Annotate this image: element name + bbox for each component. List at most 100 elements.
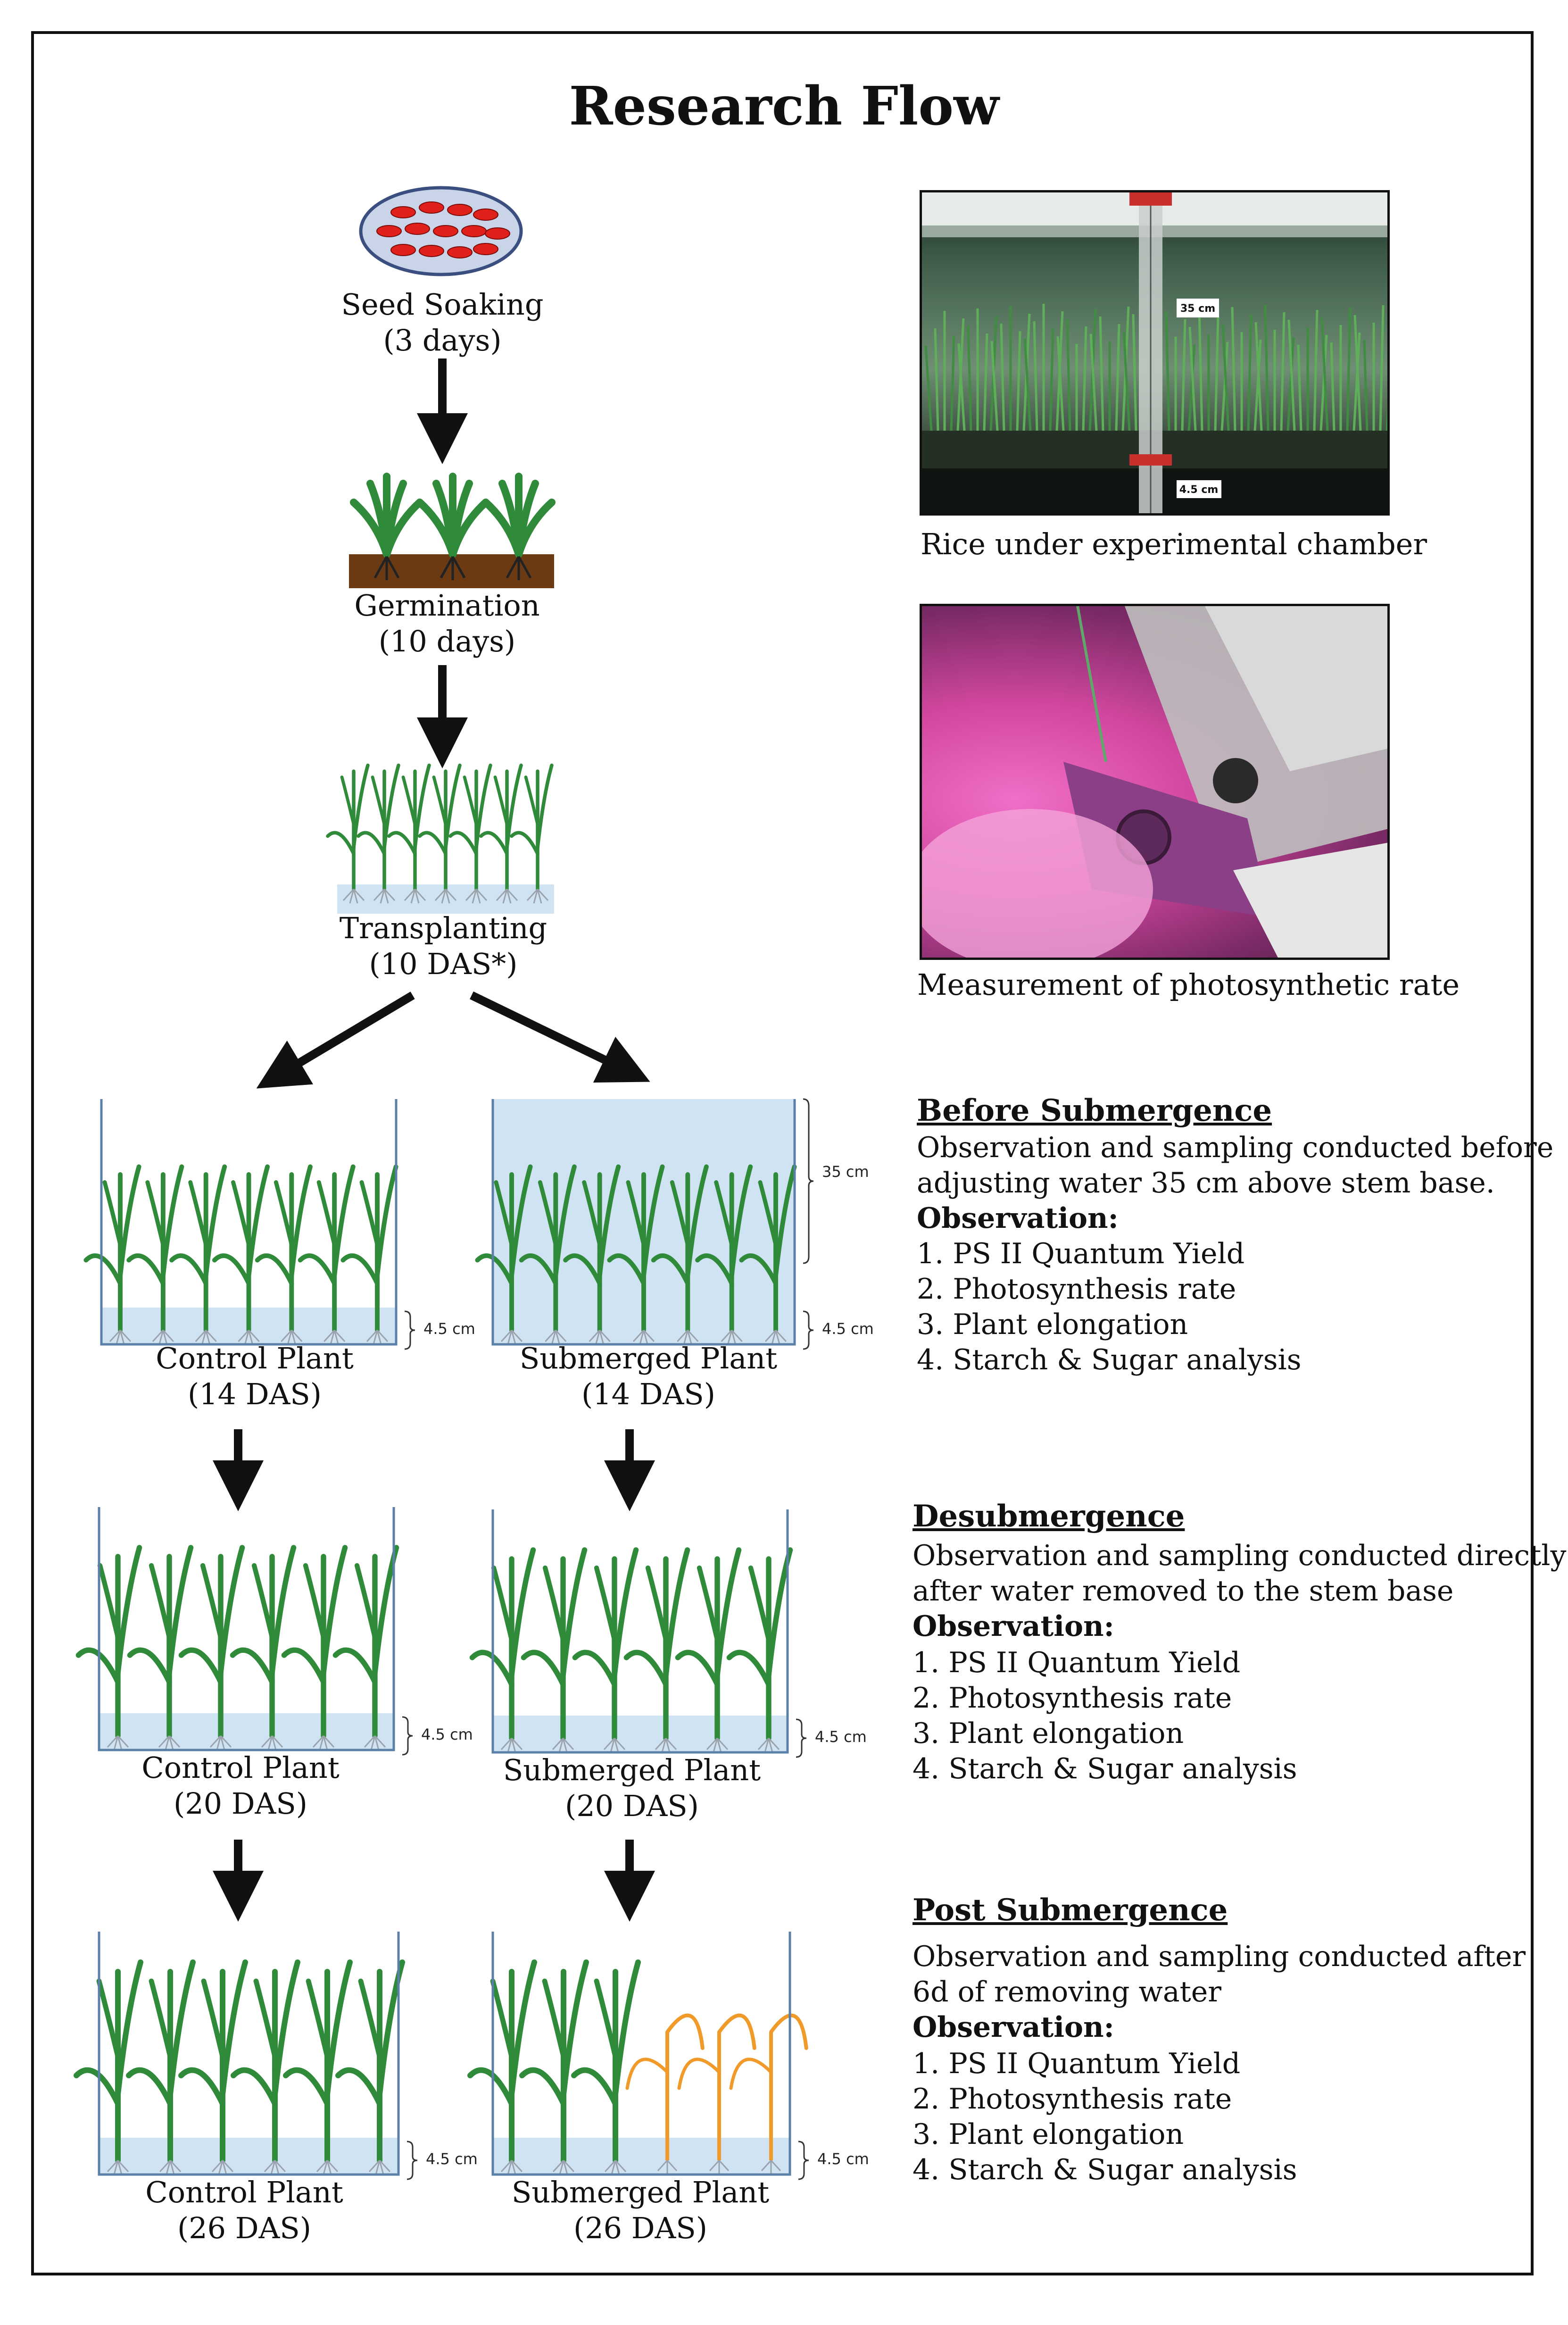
rice-plant-icon [519, 1164, 577, 1345]
grass-blade [1287, 319, 1296, 431]
rice-plant-icon [83, 1164, 141, 1345]
rice-plant-icon [127, 1545, 194, 1750]
arrow-to-submerged [470, 991, 650, 1083]
bracket-icon [796, 1718, 807, 1758]
grass-blade [1023, 338, 1032, 431]
grass-blade [1385, 401, 1387, 431]
rice-plant-icon [340, 1164, 398, 1345]
grass-blade [1056, 336, 1065, 431]
tank-control-14: 4.5 cm [83, 1099, 475, 1350]
grass-blade [1254, 322, 1263, 431]
arrow-to-control [256, 992, 415, 1089]
grass-blade [934, 328, 939, 431]
chamber-photo-caption: Rice under experimental chamber [921, 527, 1427, 561]
seed-soaking-label: Seed Soaking [341, 287, 544, 322]
submerged-14-label: Submerged Plant [519, 1341, 778, 1375]
observation-item: 4. Starch & Sugar analysis [917, 1343, 1302, 1376]
grass-blade [1066, 318, 1071, 431]
section-title: Desubmergence [913, 1499, 1185, 1534]
grass-blade [990, 341, 999, 431]
observation-item: 3. Plant elongation [913, 2118, 1184, 2151]
rice-plant-icon [169, 1164, 227, 1345]
grass-blade [924, 345, 933, 431]
grass-blade [1264, 304, 1269, 431]
wilted-rice-plant-icon [677, 2013, 756, 2174]
rice-plant-icon [469, 1547, 536, 1753]
chamber-45cm-label: 4.5 cm [1179, 484, 1219, 496]
rice-plant-icon [607, 1164, 665, 1345]
submerged-20-label: Submerged Plant [503, 1753, 761, 1787]
chamber-photo: 35 cm 4.5 cm [920, 190, 1390, 516]
chamber-photo-image: 35 cm 4.5 cm [922, 192, 1387, 513]
control-26-time: (26 DAS) [177, 2211, 311, 2245]
submerged-26-time: (26 DAS) [573, 2211, 707, 2245]
chamber-35cm-label: 35 cm [1180, 303, 1215, 315]
seed-icon [461, 225, 487, 237]
control-14-label: Control Plant [156, 1341, 354, 1375]
rice-plant-icon [572, 1547, 639, 1753]
wilted-rice-plant-icon [625, 2013, 705, 2174]
section-desc-line: 6d of removing water [913, 1975, 1221, 2008]
rice-plant-icon [74, 1959, 143, 2175]
submerged-20-time: (20 DAS) [565, 1789, 699, 1823]
transplanting-icon [326, 763, 554, 914]
grass-blade [1000, 323, 1005, 431]
grass-blade [1181, 319, 1186, 431]
tank-submerged-20: 4.5 cm [469, 1509, 867, 1758]
section-title: Post Submergence [913, 1892, 1228, 1928]
grass-blade [1320, 317, 1329, 431]
germination-icon [349, 473, 556, 588]
grass-blade [1049, 328, 1054, 431]
rice-plant-icon [255, 1164, 313, 1345]
section-desc-line: Observation and sampling conducted direc… [913, 1539, 1567, 1572]
observation-item: 1. PS II Quantum Yield [917, 1237, 1245, 1270]
bracket-icon [404, 1310, 415, 1350]
rice-plant-icon [75, 1545, 142, 1750]
bracket-icon [803, 1310, 814, 1350]
observation-item: 2. Photosynthesis rate [913, 2083, 1232, 2116]
rice-plant-icon [675, 1547, 742, 1753]
rice-plant-icon [695, 1164, 753, 1345]
grass-blade [1353, 315, 1362, 431]
scale-label-base: 4.5 cm [822, 1320, 874, 1338]
control-20-label: Control Plant [141, 1750, 340, 1785]
grass-blade [950, 335, 955, 431]
grass-blade [1330, 342, 1336, 431]
seed-icon [447, 204, 473, 216]
rice-plant-icon [283, 1959, 353, 2175]
grass-blade [1220, 342, 1229, 431]
rice-plant-icon [230, 1545, 297, 1750]
scale-label-base: 4.5 cm [817, 2150, 869, 2168]
grass-blade [1165, 311, 1170, 431]
rice-plant-icon [357, 763, 400, 904]
page-title: Research Flow [569, 75, 999, 137]
rice-plant-icon [623, 1547, 690, 1753]
grass-blade [1286, 337, 1295, 431]
seed-dish-icon [359, 186, 523, 276]
rice-plant-icon [178, 1545, 245, 1750]
seed-icon [419, 245, 444, 257]
rice-plant-icon [571, 1959, 641, 2175]
seed-icon [433, 225, 458, 237]
grass-blade [1313, 309, 1319, 431]
scale-label-base: 4.5 cm [815, 1728, 867, 1746]
scale-label-base: 4.5 cm [426, 2150, 478, 2168]
rice-plant-icon [387, 763, 431, 904]
section-desc-line: Observation and sampling conducted befor… [917, 1131, 1554, 1164]
grass-blade [1082, 326, 1087, 431]
rice-plant-icon [212, 1164, 270, 1345]
section-desc-line: after water removed to the stem base [913, 1575, 1454, 1608]
section-desc-line: Observation and sampling conducted after [913, 1940, 1526, 1973]
rice-plant-icon [298, 1164, 356, 1345]
seed-icon [473, 208, 498, 221]
seed-icon [405, 223, 430, 235]
rice-plant-icon [126, 1164, 184, 1345]
seed-icon [376, 225, 402, 237]
seed-icon [485, 227, 510, 240]
scale-label-base: 4.5 cm [423, 1320, 475, 1338]
bracket-icon [402, 1716, 413, 1756]
grass-blade [983, 333, 988, 431]
observation-item: 1. PS II Quantum Yield [913, 2047, 1241, 2080]
grass-blade [1099, 316, 1104, 431]
